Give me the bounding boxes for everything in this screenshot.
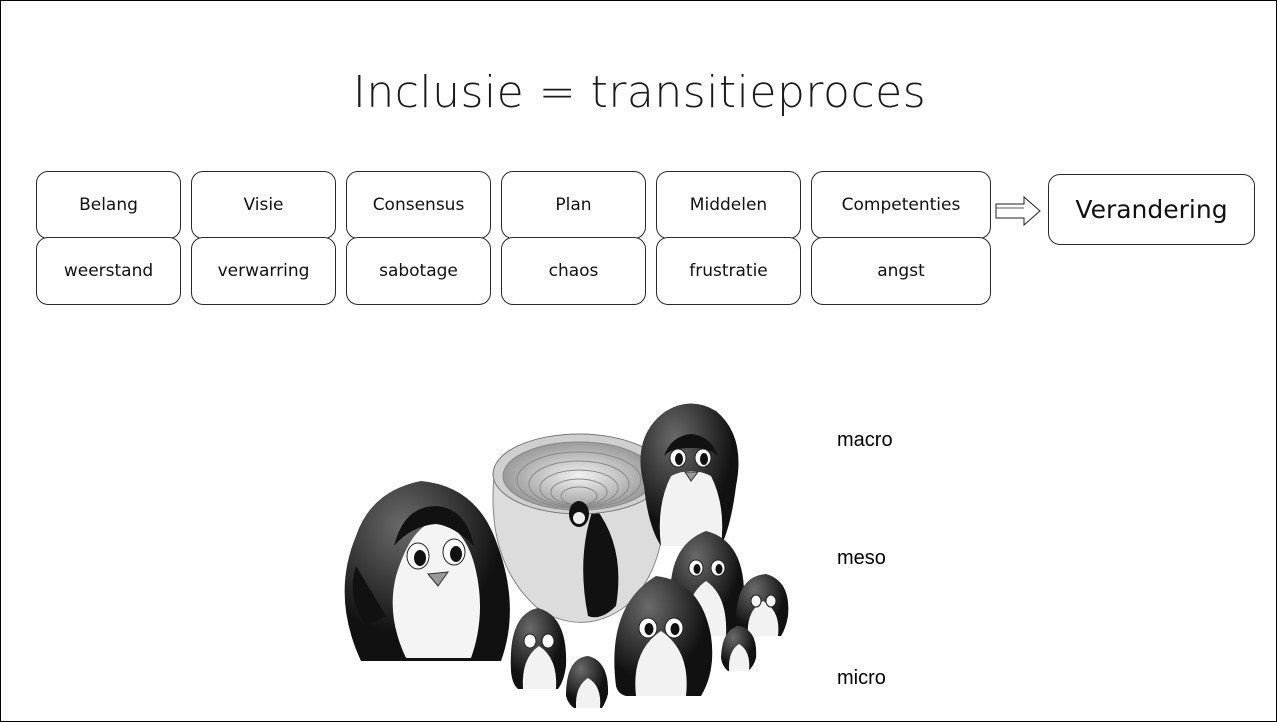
effect-box-verwarring: verwarring — [191, 237, 336, 305]
requirement-box-plan: Plan — [501, 171, 646, 239]
requirement-box-competenties: Competenties — [811, 171, 991, 239]
requirement-box-visie: Visie — [191, 171, 336, 239]
effect-box-angst: angst — [811, 237, 991, 305]
right-arrow-icon — [995, 195, 1041, 227]
nesting-dolls-image — [344, 403, 789, 708]
effect-box-sabotage: sabotage — [346, 237, 491, 305]
effect-box-chaos: chaos — [501, 237, 646, 305]
result-box-verandering: Verandering — [1048, 174, 1255, 245]
requirement-box-middelen: Middelen — [656, 171, 801, 239]
slide-title: Inclusie = transitieproces — [352, 67, 927, 118]
level-label-micro: micro — [837, 667, 886, 689]
effect-box-weerstand: weerstand — [36, 237, 181, 305]
level-label-meso: meso — [837, 547, 886, 569]
level-label-macro: macro — [837, 429, 893, 451]
effect-box-frustratie: frustratie — [656, 237, 801, 305]
requirement-box-belang: Belang — [36, 171, 181, 239]
requirement-box-consensus: Consensus — [346, 171, 491, 239]
